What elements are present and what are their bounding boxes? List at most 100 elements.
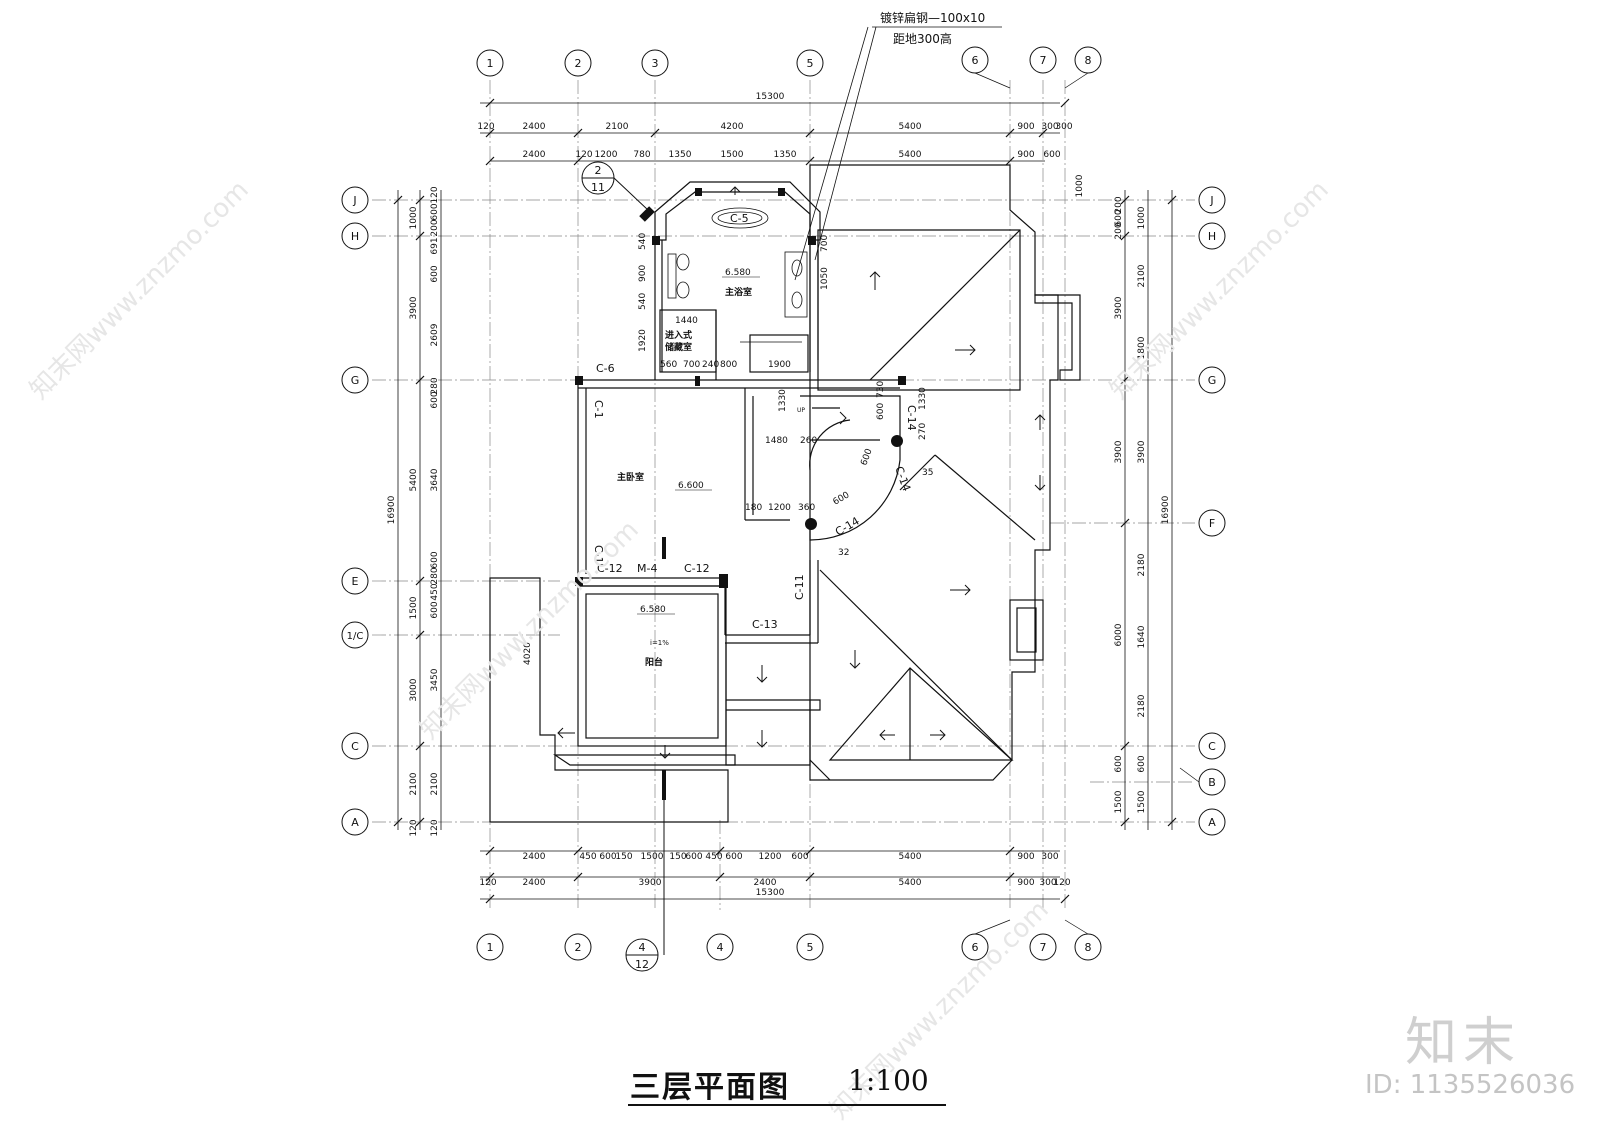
section-top-number: 2 xyxy=(595,164,602,177)
axis-bubbles-right xyxy=(1198,186,1226,836)
idim-1200: 1200 xyxy=(768,503,791,513)
dims-top: 15300 120 2400 2100 4200 5400 900 300 30… xyxy=(477,92,1085,197)
idim-180: 180 xyxy=(745,503,762,513)
dim-left-i-11: 450 xyxy=(430,583,440,600)
window-c1-b: C-1 xyxy=(592,545,605,564)
dim-bot-r2-5: 900 xyxy=(1017,878,1034,888)
idim-360: 360 xyxy=(798,503,815,513)
idim-600c: 600 xyxy=(832,490,852,507)
dim-bot-r1-7: 450 xyxy=(705,852,722,862)
axis-right-h: H xyxy=(1208,230,1216,243)
dim-bot-r1-9: 1200 xyxy=(759,852,782,862)
dim-left-o-5: 2100 xyxy=(409,772,419,795)
dim-top-r2-4: 1350 xyxy=(669,150,692,160)
room-walk-in-line1: 进入式 xyxy=(665,329,692,341)
dim-bot-total: 15300 xyxy=(756,888,785,898)
idim-35: 35 xyxy=(922,468,933,478)
idim-1330: 1330 xyxy=(778,389,788,412)
idim-270: 270 xyxy=(918,423,928,440)
idim-32: 32 xyxy=(838,548,849,558)
dim-bot-r1-2: 600 xyxy=(599,852,616,862)
idim-1920: 1920 xyxy=(638,329,648,352)
axis-bottom-1: 1 xyxy=(487,941,494,954)
dim-top-r1-3: 4200 xyxy=(721,122,744,132)
roof-arrows xyxy=(557,186,1046,759)
dim-right-i-3: 3900 xyxy=(1137,440,1147,463)
window-c14-c: C-14 xyxy=(833,515,862,539)
window-c11: C-11 xyxy=(793,574,806,600)
axis-left-j: J xyxy=(352,194,356,207)
watermark-id: ID: 1135526036 xyxy=(1365,1070,1576,1100)
dim-left-i-4: 600 xyxy=(430,265,440,282)
dim-right-i-2: 1800 xyxy=(1137,336,1147,359)
dim-right-o-6: 600 xyxy=(1114,755,1124,772)
axis-left-1c: 1/C xyxy=(347,631,364,642)
idim-730: 730 xyxy=(876,381,886,398)
door-m4: M-4 xyxy=(637,562,657,575)
dim-top-r2-1: 120 xyxy=(575,150,592,160)
drawing-scale: 1:100 xyxy=(848,1064,929,1097)
dim-left-i-5: 2609 xyxy=(430,323,440,346)
dimension-ticks xyxy=(393,98,1177,904)
fixtures xyxy=(667,207,808,343)
axis-right-b: B xyxy=(1208,776,1216,789)
dim-bot-r2-4: 5400 xyxy=(899,878,922,888)
axis-bottom-2: 2 xyxy=(575,941,582,954)
axis-labels-bottom: 1 2 4 5 6 7 8 xyxy=(487,941,1092,954)
dim-top-total: 15300 xyxy=(756,92,785,102)
axis-right-c: C xyxy=(1208,740,1216,753)
idim-1480: 1480 xyxy=(765,436,788,446)
axis-bottom-5: 5 xyxy=(807,941,814,954)
dim-bot-r1-11: 5400 xyxy=(899,852,922,862)
dim-left-i-15: 120 xyxy=(430,819,440,836)
section-top-sheet: 11 xyxy=(591,181,605,194)
drawing-title: 三层平面图 xyxy=(630,1070,790,1105)
dim-left-o-6: 120 xyxy=(409,819,419,836)
idim-540a: 540 xyxy=(638,233,648,250)
room-walk-in-line2: 储藏室 xyxy=(665,341,692,353)
axis-bottom-4: 4 xyxy=(717,941,724,954)
dim-bot-r1-5: 150 xyxy=(669,852,686,862)
section-marker-bottom xyxy=(625,800,665,972)
axis-right-f: F xyxy=(1209,517,1215,530)
dim-left-i-10: 280 xyxy=(430,567,440,584)
idim-900: 900 xyxy=(638,265,648,282)
axis-top-8: 8 xyxy=(1085,54,1092,67)
dims-left: 16900 1000 3900 5400 1500 3000 2100 120 … xyxy=(387,186,440,836)
stair-up-label: UP xyxy=(797,407,805,414)
level-balcony: 6.580 xyxy=(640,605,666,615)
window-c5: C-5 xyxy=(730,212,749,225)
dim-bot-r1-8: 600 xyxy=(725,852,742,862)
dim-bot-r1-1: 450 xyxy=(579,852,596,862)
dim-left-o-2: 5400 xyxy=(409,468,419,491)
dim-right-o-7: 1500 xyxy=(1114,790,1124,813)
idim-700b: 700 xyxy=(820,235,830,252)
dim-left-i-0: 120 xyxy=(430,186,440,203)
axis-bubbles-left xyxy=(341,186,369,836)
dim-bot-r1-3: 150 xyxy=(615,852,632,862)
dim-right-i-1: 2100 xyxy=(1137,264,1147,287)
dim-bot-r1-4: 1500 xyxy=(641,852,664,862)
section-bottom-sheet: 12 xyxy=(635,958,649,971)
title-underline xyxy=(628,1104,946,1106)
axis-right-a: A xyxy=(1208,816,1216,829)
axis-labels-left: J H G E 1/C C A xyxy=(347,194,364,829)
columns xyxy=(575,188,906,800)
dim-top-r1-5: 900 xyxy=(1017,122,1034,132)
room-master-bath: 主浴室 xyxy=(725,286,752,298)
dim-right-o-5: 6000 xyxy=(1114,623,1124,646)
idim-700: 700 xyxy=(683,360,700,370)
dim-bot-r2-3: 2400 xyxy=(754,878,777,888)
idim-600b: 600 xyxy=(859,447,874,467)
dim-left-i-2: 200 xyxy=(430,219,440,236)
idim-1330b: 1330 xyxy=(918,387,928,410)
dim-left-i-6: 600 xyxy=(430,391,440,408)
axis-right-j: J xyxy=(1209,194,1213,207)
dim-top-r1-0: 120 xyxy=(477,122,494,132)
idim-1050: 1050 xyxy=(820,267,830,290)
dim-right-i-6: 2180 xyxy=(1137,694,1147,717)
dim-left-o-0: 1000 xyxy=(409,206,419,229)
axis-top-7: 7 xyxy=(1040,54,1047,67)
dim-right-o-0: 200 xyxy=(1114,196,1124,213)
